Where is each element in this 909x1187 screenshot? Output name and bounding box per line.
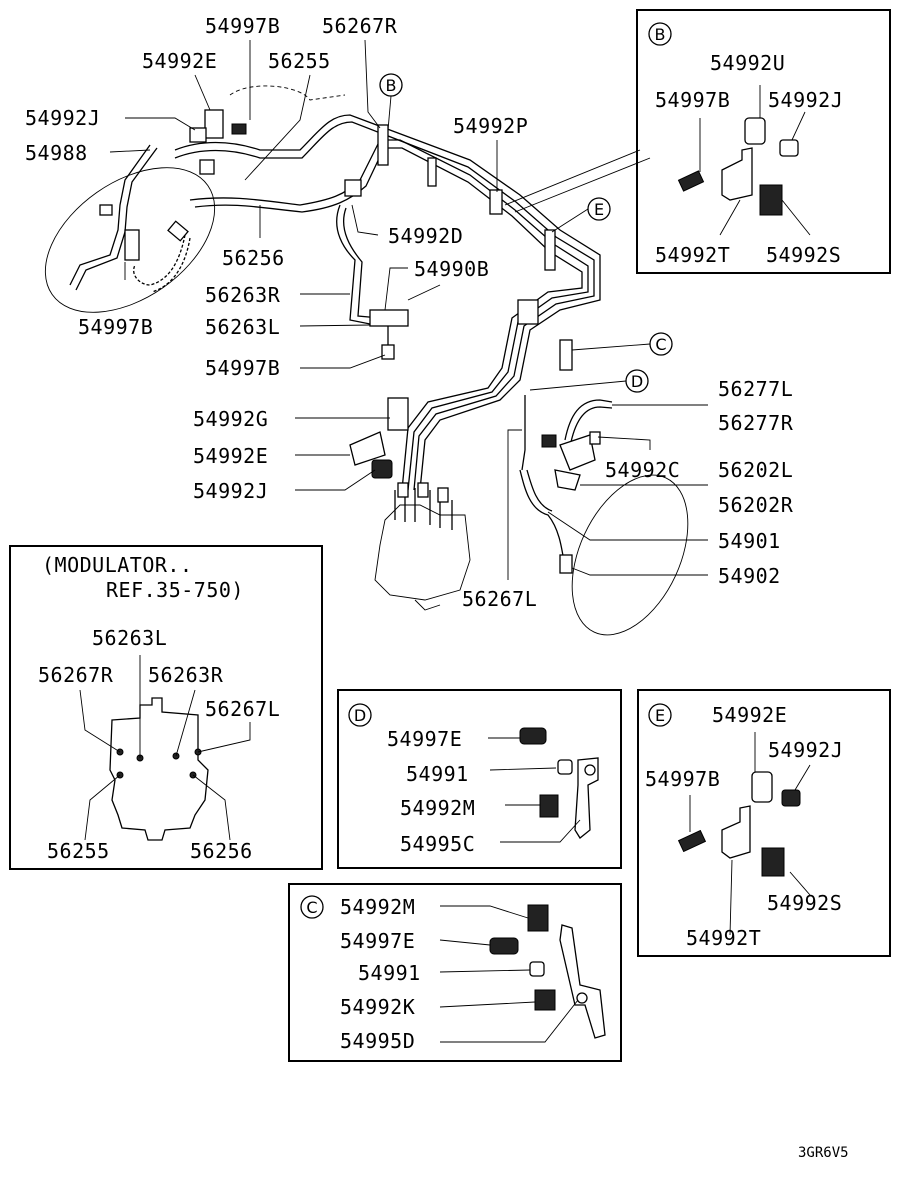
detail-C-54991: 54991	[358, 961, 421, 985]
right-wheel-outline	[571, 474, 689, 636]
detail-D-badge: D	[354, 706, 366, 725]
label-56277L: 56277L	[718, 377, 793, 401]
detail-E-54992J: 54992J	[768, 738, 843, 762]
detail-B-54992U: 54992U	[710, 51, 785, 75]
main-assembly: B E C D	[25, 14, 794, 636]
callout-B-letter: B	[386, 76, 397, 95]
detail-D-54997E: 54997E	[387, 727, 462, 751]
modulator-56255: 56255	[47, 839, 110, 863]
label-54992G: 54992G	[193, 407, 268, 431]
modulator-note-line1: (MODULATOR..	[42, 553, 193, 577]
label-56256: 56256	[222, 246, 285, 270]
modulator-56267L: 56267L	[205, 697, 280, 721]
callout-C: C	[571, 332, 673, 356]
label-56263L: 56263L	[205, 315, 280, 339]
label-54992P: 54992P	[453, 114, 528, 138]
callout-D: D	[529, 369, 649, 393]
detail-D-54991: 54991	[406, 762, 469, 786]
detail-D-54992M: 54992M	[400, 796, 475, 820]
label-56202L: 56202L	[718, 458, 793, 482]
detail-B-54992T: 54992T	[655, 243, 730, 267]
main-leaders	[109, 39, 708, 580]
modulator-panel: (MODULATOR.. REF.35-750) 56263L 56267R 5…	[9, 545, 323, 870]
modulator-block	[374, 482, 471, 611]
detail-C-54997E: 54997E	[340, 929, 415, 953]
callout-C-letter: C	[655, 335, 666, 354]
detail-D-54995C: 54995C	[400, 832, 475, 856]
callout-E: E	[551, 197, 611, 233]
label-54902: 54902	[718, 564, 781, 588]
detail-C-54995D: 54995D	[340, 1029, 415, 1053]
label-56255: 56255	[268, 49, 331, 73]
detail-B-54997B: 54997B	[655, 88, 730, 112]
label-56202R: 56202R	[718, 493, 794, 517]
detail-B-panel: B 54992U 54997B 54992J 54992T 54992S	[636, 9, 891, 274]
callout-B: B	[379, 73, 403, 131]
brake-line-bundle	[174, 114, 613, 569]
mid-brackets	[349, 299, 573, 479]
label-56267L: 56267L	[462, 587, 537, 611]
detail-C-panel: C 54992M 54997E 54991 54992K 54995D	[288, 883, 622, 1062]
label-54992E-mid: 54992E	[193, 444, 268, 468]
frame-rail	[504, 149, 651, 213]
label-54992E-top: 54992E	[142, 49, 217, 73]
callout-D-letter: D	[631, 372, 643, 391]
label-54901: 54901	[718, 529, 781, 553]
left-caliper-area	[69, 144, 191, 293]
label-54992J-mid: 54992J	[193, 479, 268, 503]
detail-B-54992J: 54992J	[768, 88, 843, 112]
top-brackets	[189, 85, 556, 271]
label-54997B-left: 54997B	[78, 315, 153, 339]
callout-E-letter: E	[594, 200, 604, 219]
label-54992C: 54992C	[605, 458, 680, 482]
modulator-56263R: 56263R	[148, 663, 224, 687]
label-56277R: 56277R	[718, 411, 794, 435]
detail-C-badge: C	[306, 898, 317, 917]
detail-D-panel: D 54997E 54991 54992M 54995C	[337, 689, 622, 869]
detail-E-54992E: 54992E	[712, 703, 787, 727]
label-54997B-mid: 54997B	[205, 356, 280, 380]
label-56263R: 56263R	[205, 283, 281, 307]
mid-bracket-54990B	[369, 284, 441, 360]
detail-B-54992S: 54992S	[766, 243, 841, 267]
detail-C-54992M: 54992M	[340, 895, 415, 919]
detail-E-panel: E 54992E 54992J 54997B 54992S 54992T	[637, 689, 891, 957]
modulator-outline	[109, 697, 209, 841]
detail-C-54992K: 54992K	[340, 995, 415, 1019]
label-54992D: 54992D	[388, 224, 463, 248]
label-54990B: 54990B	[414, 257, 489, 281]
modulator-56267R: 56267R	[38, 663, 114, 687]
right-fittings	[541, 431, 601, 574]
detail-E-54992S: 54992S	[767, 891, 842, 915]
detail-B-badge: B	[655, 25, 666, 44]
modulator-56263L: 56263L	[92, 626, 167, 650]
detail-E-54997B: 54997B	[645, 767, 720, 791]
label-56267R: 56267R	[322, 14, 398, 38]
label-54988: 54988	[25, 141, 88, 165]
detail-E-badge: E	[655, 706, 665, 725]
label-54997B-top: 54997B	[205, 14, 280, 38]
figure-code: 3GR6V5	[798, 1145, 849, 1161]
main-labels: 54997B 56267R 54992E 56255 54992J 54988 …	[25, 14, 794, 611]
label-54992J-left: 54992J	[25, 106, 100, 130]
detail-E-54992T: 54992T	[686, 926, 761, 950]
modulator-56256: 56256	[190, 839, 253, 863]
modulator-note-line2: REF.35-750)	[106, 578, 244, 602]
